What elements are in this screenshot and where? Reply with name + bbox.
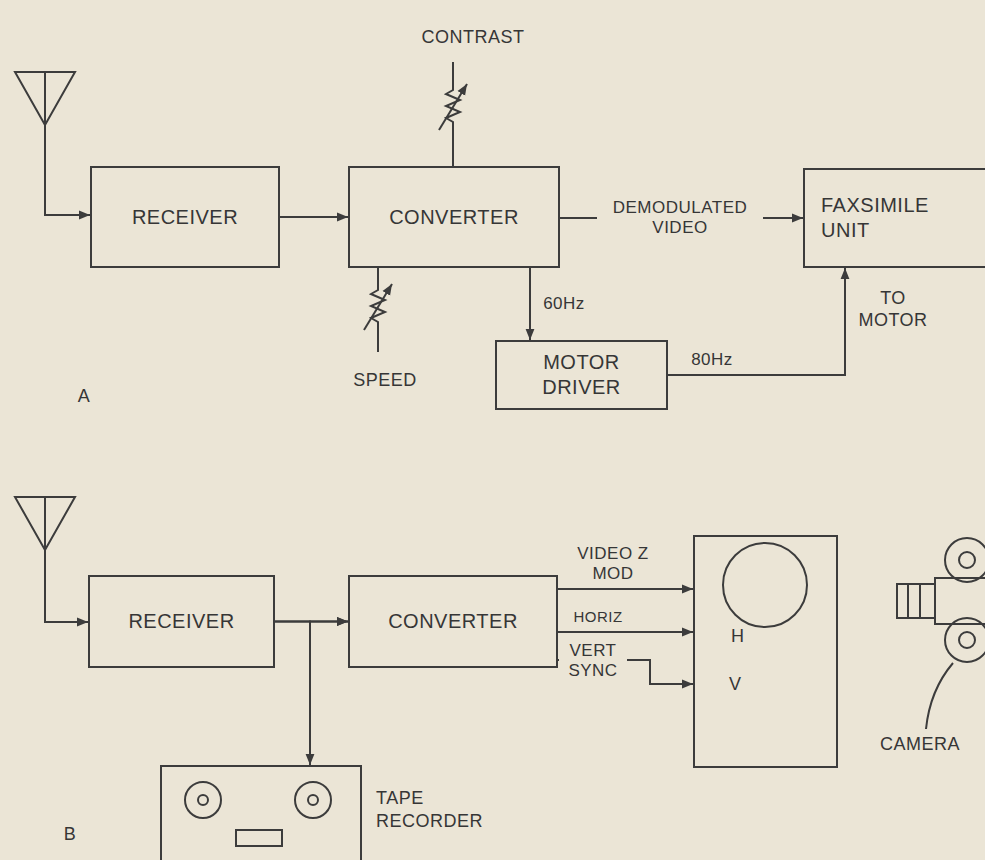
node-text: RECEIVER	[132, 205, 238, 230]
signal-label: VERT SYNC	[559, 641, 627, 682]
signal-connector	[558, 588, 693, 590]
signal-label: 80Hz	[688, 350, 736, 370]
signal-label: 60Hz	[540, 294, 588, 314]
node-text: CONVERTER	[388, 609, 518, 634]
leader-line	[926, 663, 953, 729]
camera-reel	[959, 632, 975, 648]
converter-box: CONVERTER	[348, 166, 560, 268]
variable-arrow	[364, 284, 392, 330]
signal-label: HORIZ	[570, 608, 625, 626]
antenna-symbol	[15, 72, 75, 125]
signal-connector	[280, 216, 348, 218]
tape-reel-hub	[308, 795, 318, 805]
receiver-box: RECEIVER	[90, 166, 280, 268]
control-label: SPEED	[353, 370, 417, 392]
variable-resistor	[371, 268, 385, 352]
node-text: RECEIVER	[128, 609, 234, 634]
signal-label: DEMODULATED VIDEO	[597, 198, 763, 239]
antenna-symbol	[15, 497, 75, 550]
tape-reel	[295, 782, 331, 818]
signal-connector	[558, 631, 693, 633]
node-text: FAXSIMILE UNIT	[821, 193, 941, 243]
node-text: H	[731, 625, 745, 648]
tape-head-window	[236, 830, 282, 846]
signal-connector	[668, 268, 845, 375]
receiver-box: RECEIVER	[88, 575, 275, 668]
signal-connector	[310, 622, 348, 766]
figure-letter: A	[78, 386, 91, 408]
tape-reel-hub	[198, 795, 208, 805]
camera-reel	[945, 538, 985, 582]
oscilloscope-box: HV	[693, 535, 838, 768]
motor-driver-box: MOTOR DRIVER	[495, 340, 668, 410]
node-text: TAPE RECORDER	[376, 787, 496, 832]
tape-recorder-box: TAPE RECORDER	[160, 765, 362, 860]
node-text: MOTOR DRIVER	[527, 350, 637, 400]
tape-reel	[185, 782, 221, 818]
camera-lens	[897, 584, 935, 618]
antenna-feed	[45, 125, 90, 215]
facsimile-box: FAXSIMILE UNIT	[803, 168, 985, 268]
signal-label: TO MOTOR	[856, 288, 930, 331]
scope-screen	[723, 543, 807, 627]
camera-body	[935, 578, 985, 624]
signal-connector	[275, 622, 310, 766]
camera-label: CAMERA	[880, 734, 960, 756]
node-text: CONVERTER	[389, 205, 519, 230]
signal-connector	[529, 268, 531, 340]
control-label: CONTRAST	[422, 27, 525, 49]
antenna-feed	[45, 550, 88, 622]
variable-arrow	[439, 84, 467, 130]
node-text: V	[729, 673, 742, 696]
figure-letter: B	[64, 824, 77, 846]
signal-label: VIDEO Z MOD	[570, 544, 656, 585]
camera-reel	[959, 552, 975, 568]
converter-box: CONVERTER	[348, 575, 558, 668]
